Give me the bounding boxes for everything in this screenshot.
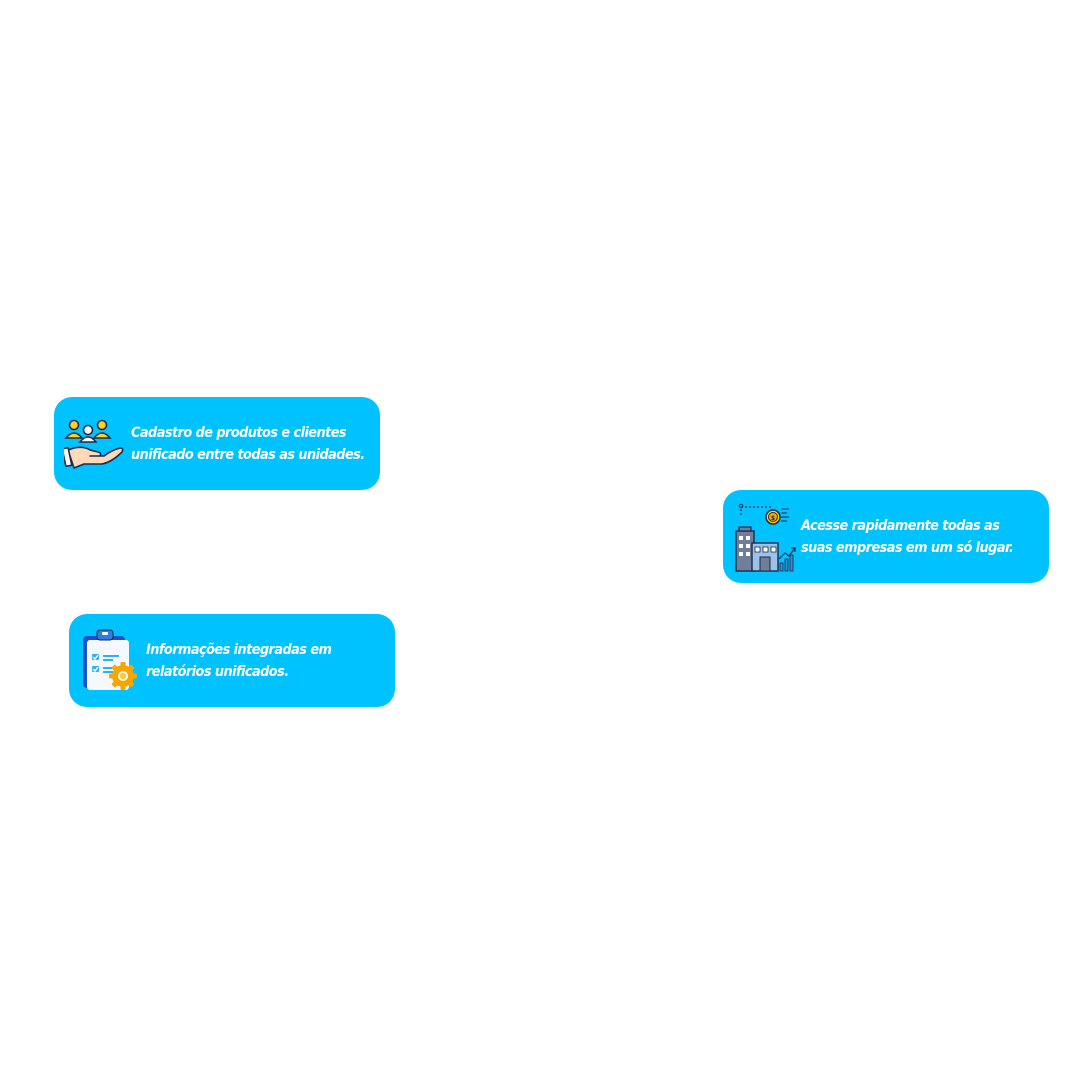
feature-card-line: Acesse rapidamente todas as <box>801 517 1000 534</box>
hand-holding-people-icon <box>64 416 126 472</box>
feature-card-text: Informações integradas em relatórios uni… <box>146 639 332 683</box>
feature-card-text: Acesse rapidamente todas as suas empresa… <box>801 515 1014 559</box>
buildings-growth-icon: $ <box>732 501 798 573</box>
feature-card-empresas: $ Acesse rapida <box>723 490 1049 583</box>
feature-card-text: Cadastro de produtos e clientes unificad… <box>131 422 365 466</box>
feature-card-informacoes: Informações integradas em relatórios uni… <box>69 614 395 707</box>
feature-card-line: Cadastro de produtos e clientes <box>131 424 347 441</box>
feature-card-line: suas empresas em um só lugar. <box>801 539 1014 556</box>
svg-text:$: $ <box>771 515 775 522</box>
feature-card-cadastro: Cadastro de produtos e clientes unificad… <box>54 397 380 490</box>
feature-card-line: unificado entre todas as unidades. <box>131 446 365 463</box>
clipboard-checklist-gear-icon <box>79 628 141 694</box>
feature-card-line: relatórios unificados. <box>146 663 289 680</box>
feature-card-line: Informações integradas em <box>146 641 332 658</box>
